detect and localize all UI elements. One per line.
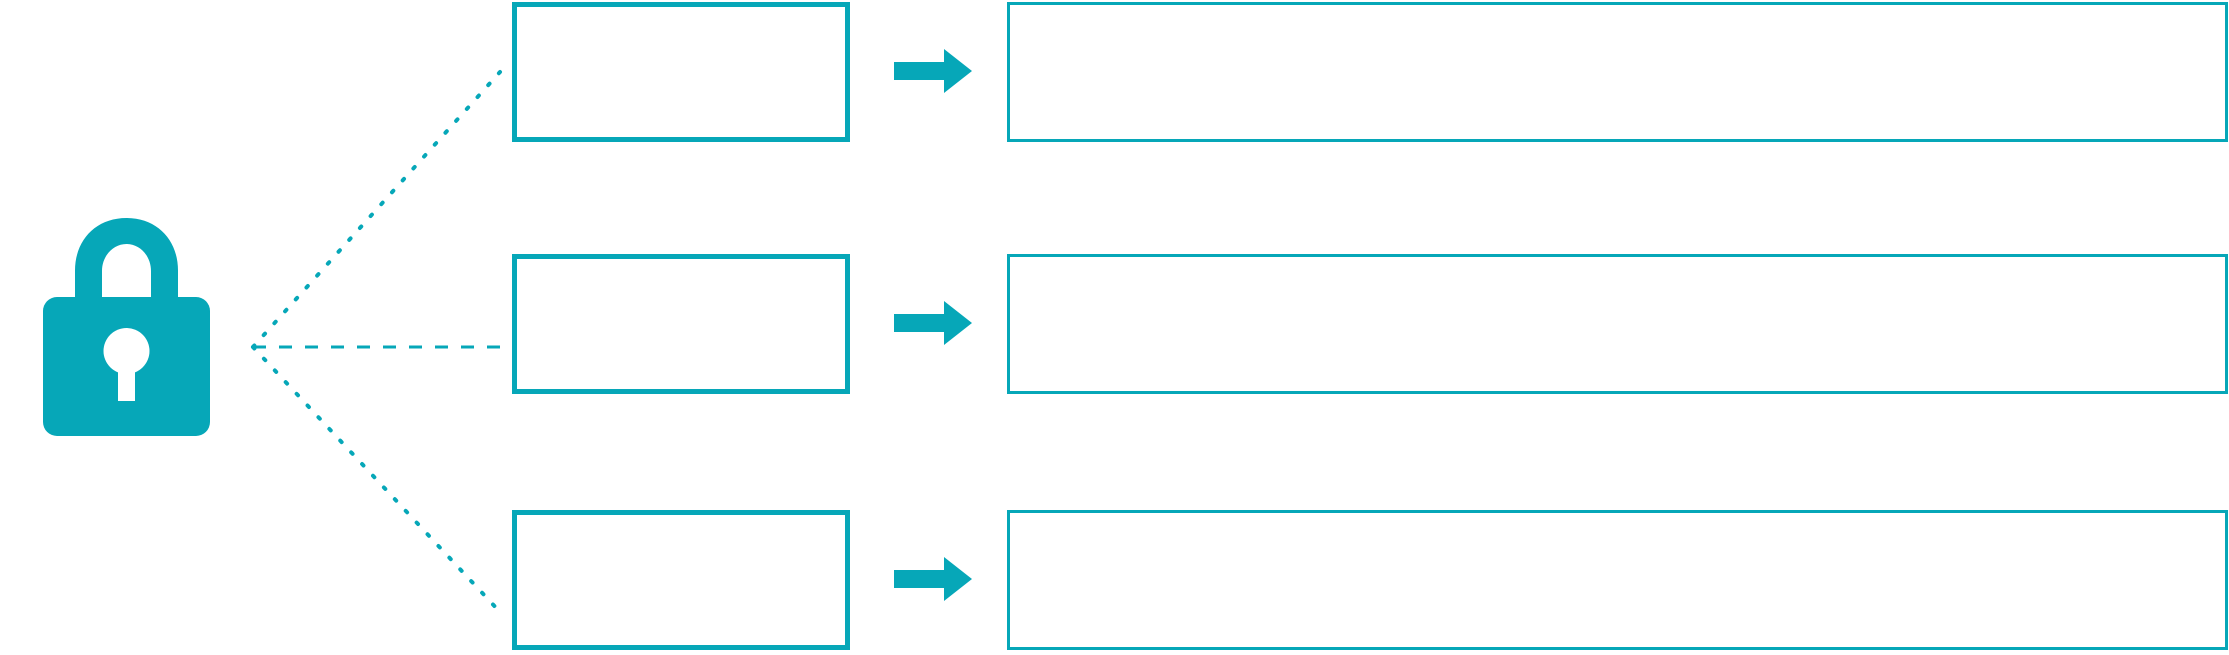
stage-box[interactable] (512, 2, 850, 142)
arrow-right-icon (894, 557, 972, 601)
flow-arrow-right-icon (894, 301, 972, 345)
detail-box[interactable] (1007, 510, 2228, 650)
lock-icon-glyph (43, 218, 210, 436)
arrow-right-icon (894, 301, 972, 345)
flow-arrow-right-icon (894, 557, 972, 601)
detail-box[interactable] (1007, 254, 2228, 394)
detail-box-label (1010, 513, 2225, 647)
arrow-right-icon (894, 49, 972, 93)
flow-arrow-right-icon (894, 49, 972, 93)
flow-row (0, 0, 2229, 150)
stage-box[interactable] (512, 510, 850, 650)
stage-box[interactable] (512, 254, 850, 394)
stage-box-label (517, 515, 845, 645)
detail-box[interactable] (1007, 2, 2228, 142)
lock-icon (43, 218, 210, 436)
